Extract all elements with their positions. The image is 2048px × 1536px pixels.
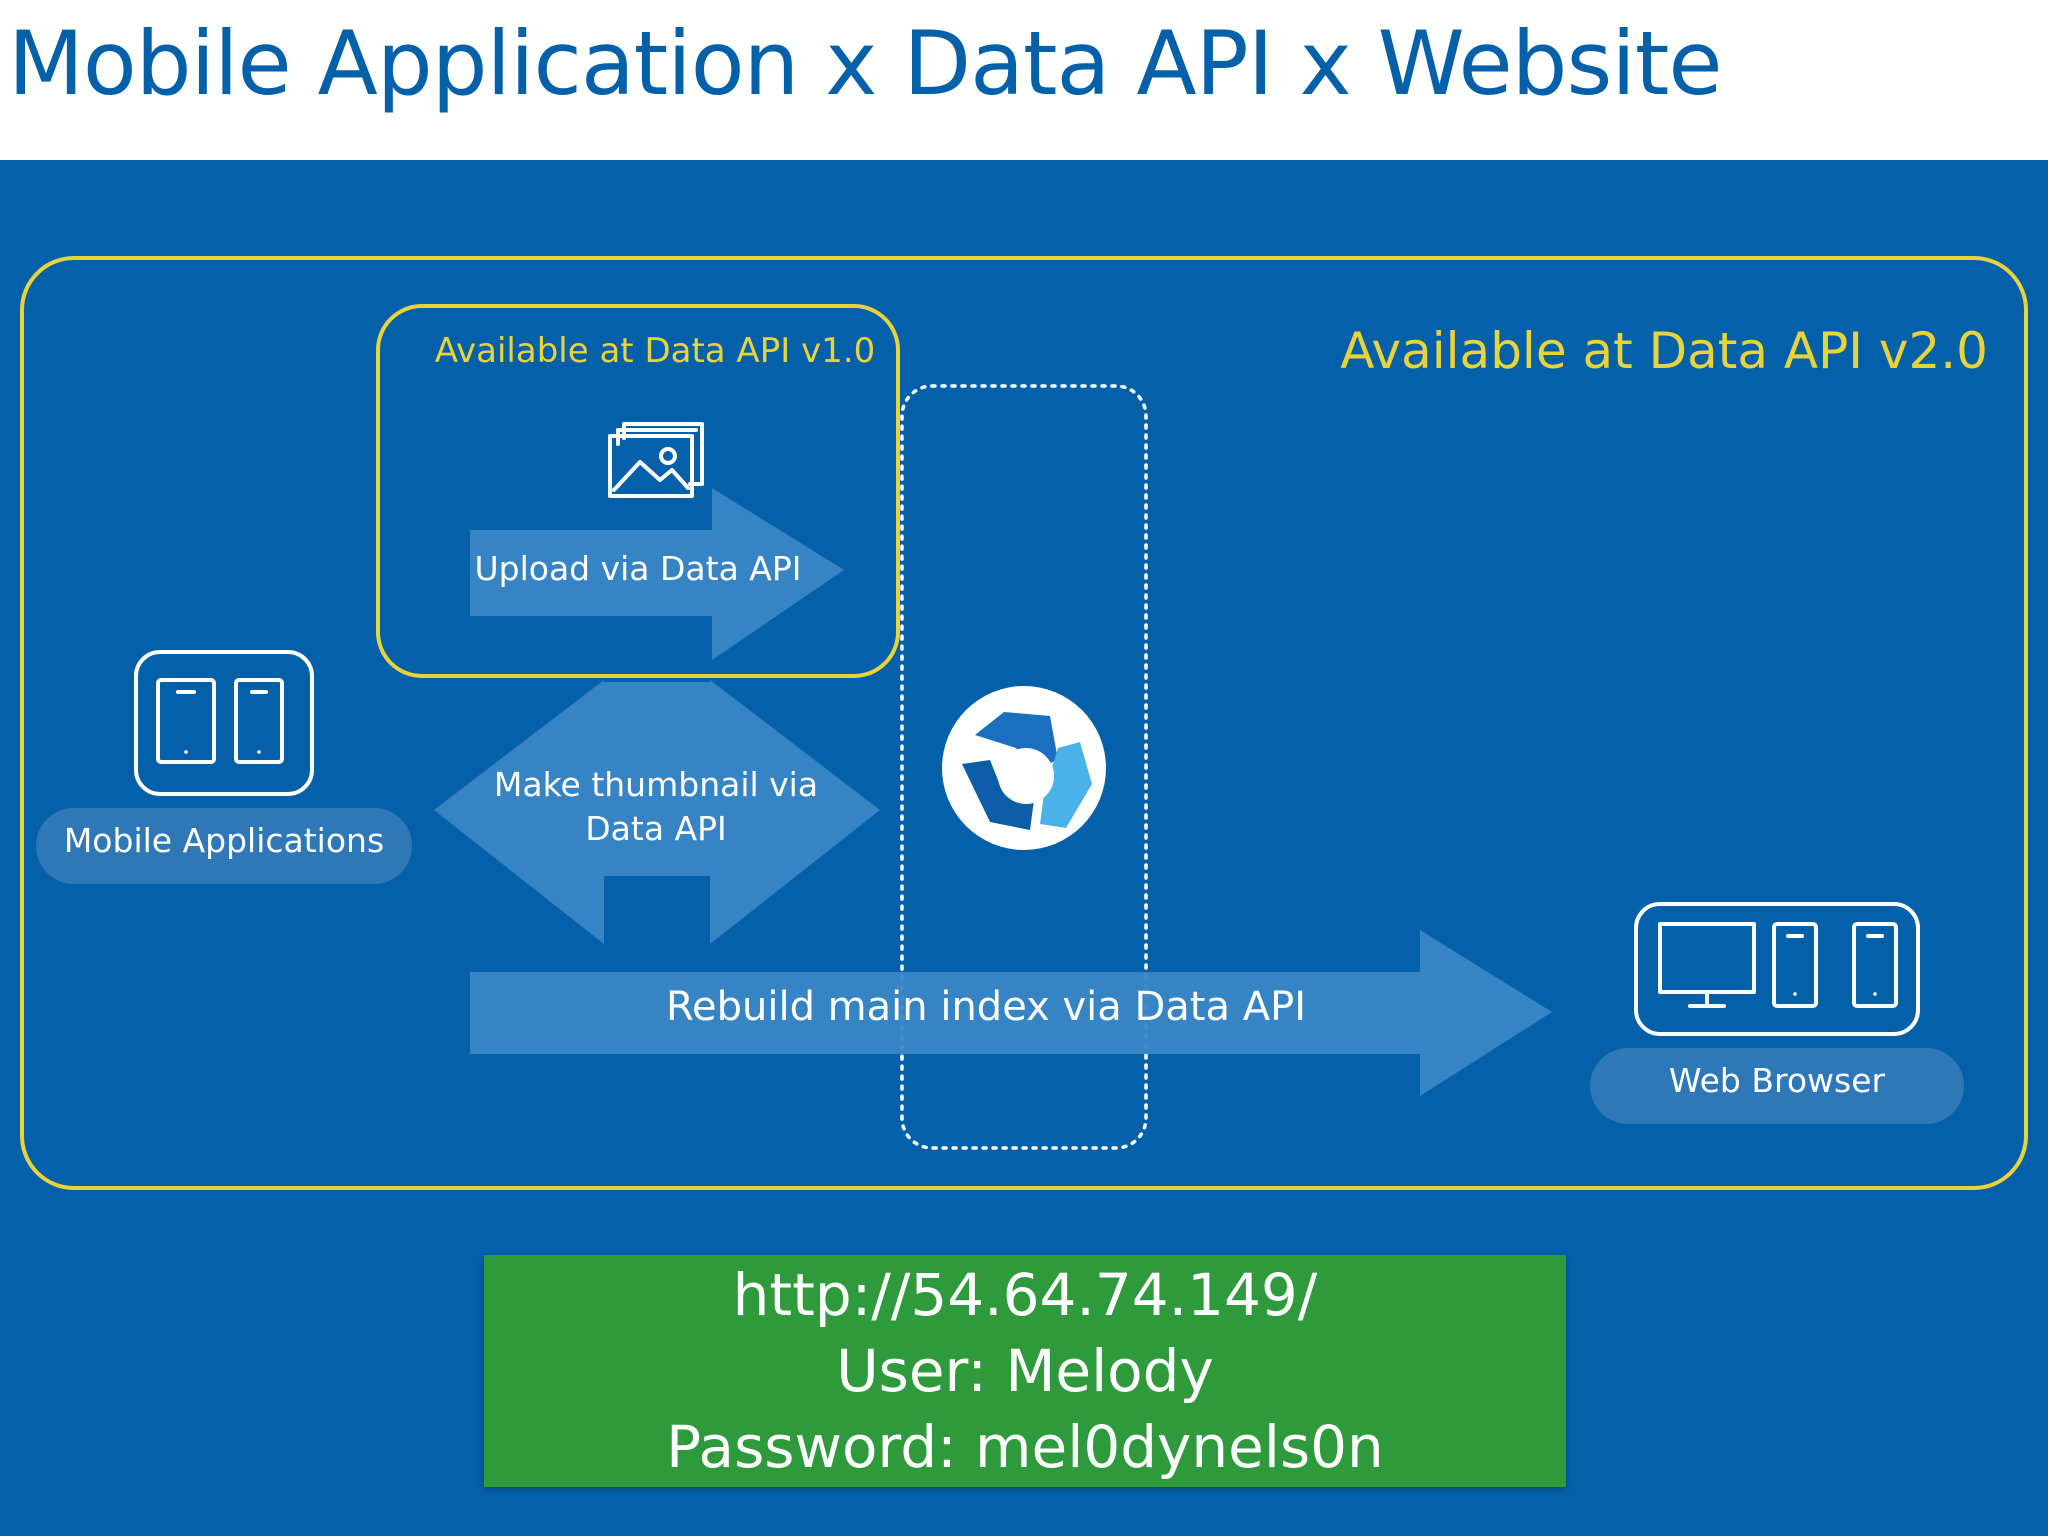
region-v1-label: Available at Data API v1.0 <box>435 331 875 371</box>
mobile-label-pill <box>36 808 412 884</box>
user-credential: User: Melody <box>836 1337 1214 1405</box>
region-v1-border <box>376 304 900 678</box>
password-credential: Password: mel0dynels0n <box>666 1413 1384 1481</box>
rebuild-label: Rebuild main index via Data API <box>666 984 1306 1030</box>
desktop-and-mobile-devices-icon <box>1634 902 1920 1036</box>
mobile-label: Mobile Applications <box>64 821 384 860</box>
server-url: http://54.64.74.149/ <box>732 1261 1318 1329</box>
access-info-box: http://54.64.74.149/ User: Melody Passwo… <box>484 1255 1566 1487</box>
web-label: Web Browser <box>1669 1061 1886 1100</box>
thumbnail-label-line1: Make thumbnail via <box>494 765 818 804</box>
thumbnail-arrow <box>434 680 880 944</box>
rebuild-arrow <box>470 930 1552 1096</box>
image-gallery-icon <box>608 422 704 498</box>
data-api-logo <box>942 686 1106 850</box>
mobile-devices-icon <box>134 650 314 796</box>
upload-arrow <box>470 488 844 660</box>
upload-label: Upload via Data API <box>474 549 801 588</box>
web-label-pill <box>1590 1048 1964 1124</box>
region-v2-border <box>20 256 2028 1190</box>
region-v2-label: Available at Data API v2.0 <box>1340 322 1988 380</box>
thumbnail-label-line2: Data API <box>585 809 727 848</box>
title-bar: Mobile Application x Data API x Website <box>0 0 2048 160</box>
server-column <box>900 384 1148 1150</box>
slide-title: Mobile Application x Data API x Website <box>8 12 1722 115</box>
